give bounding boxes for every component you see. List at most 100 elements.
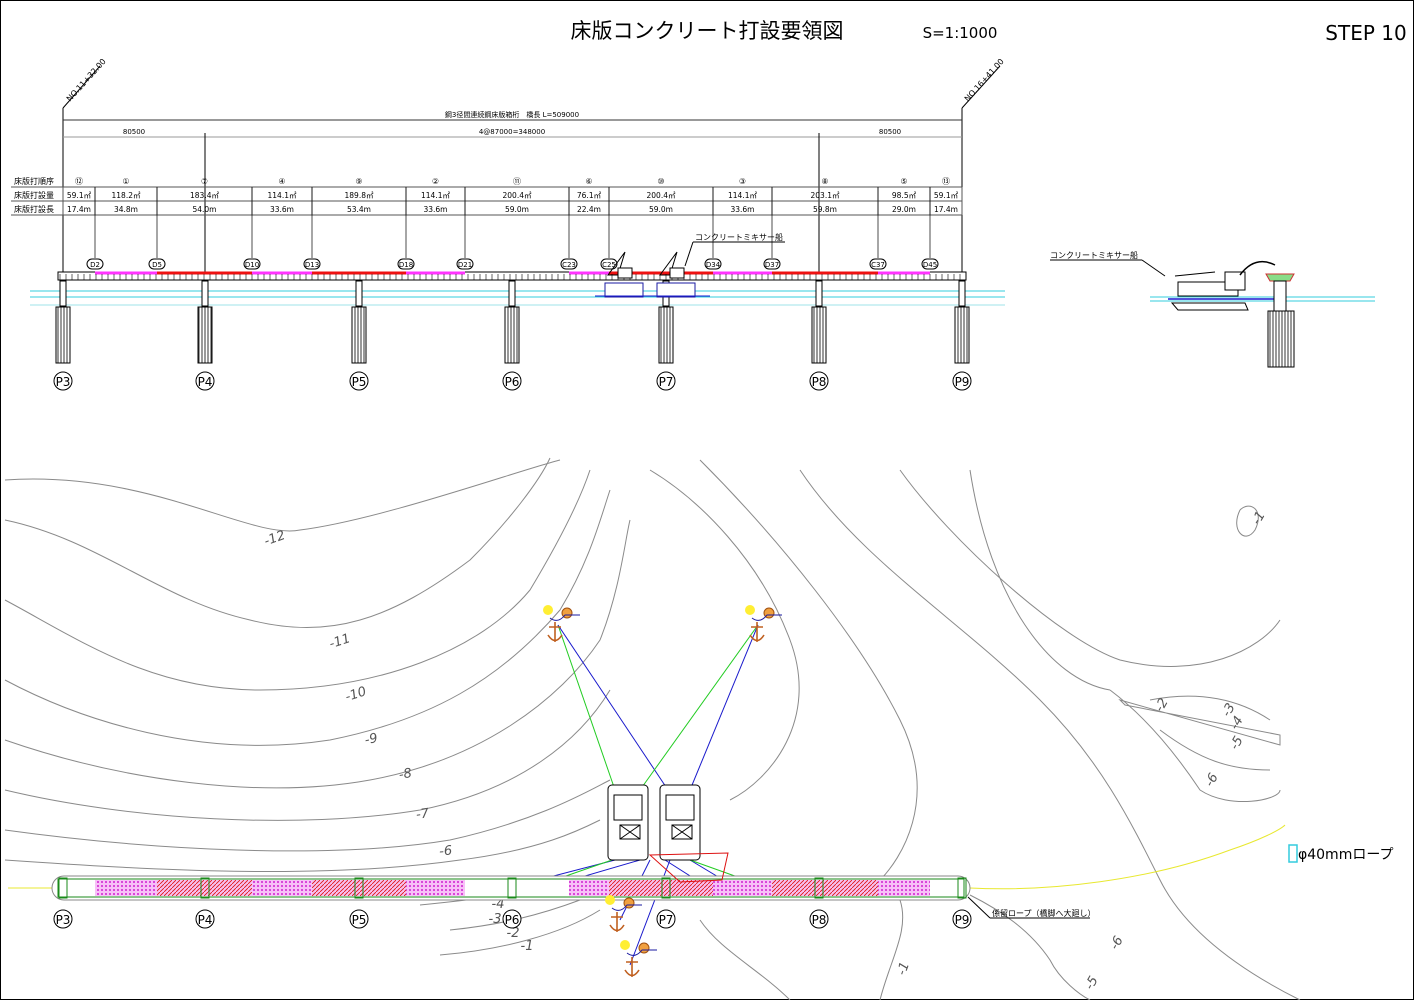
pier-plan-tag	[53, 909, 73, 929]
pier-plan-label: P5	[352, 913, 367, 927]
anchor-buoy	[620, 940, 657, 977]
pour-length: 33.6m	[270, 205, 294, 214]
pier-column	[355, 280, 363, 307]
pier-pile	[954, 306, 970, 364]
joint-tag	[397, 258, 415, 270]
joint-tag	[869, 258, 887, 270]
joint-tag	[921, 258, 939, 270]
span-dimension-left: 80500	[123, 128, 145, 136]
joint-tag	[763, 258, 781, 270]
pier-plan-outline	[354, 877, 364, 899]
plan-pour-segment	[569, 880, 609, 896]
pier-label: P8	[812, 375, 827, 389]
contour-label: -8	[398, 766, 413, 783]
joint-tag	[86, 258, 104, 270]
step-number: STEP 10	[1325, 21, 1406, 45]
pier-column	[958, 280, 966, 307]
anchor-icon	[609, 912, 625, 932]
pier-tag	[349, 371, 369, 391]
pour-order: ①	[122, 177, 129, 186]
pier-column	[59, 280, 67, 307]
pier-plan-tag	[349, 909, 369, 929]
joint-tag	[148, 258, 166, 270]
anchor-buoy	[605, 895, 642, 932]
buoy-light-icon	[543, 605, 553, 615]
mixer-ship-elevation	[595, 251, 710, 298]
pier-plan-outline	[957, 877, 967, 899]
plan-pour-segment	[252, 880, 312, 896]
anchor-icon	[547, 622, 563, 642]
pour-order: ⑪	[513, 177, 521, 186]
pier-plan-outline	[58, 877, 68, 899]
pier-pile	[55, 306, 71, 364]
pour-length: 29.0m	[892, 205, 916, 214]
buoy-line	[549, 614, 580, 621]
plan-pour-segment	[95, 880, 157, 896]
pier-plan-tag	[656, 909, 676, 929]
contour-label: -1	[894, 960, 913, 977]
pour-length: 33.6m	[423, 205, 447, 214]
buoy-light-icon	[745, 605, 755, 615]
pour-volume: 114.1㎡	[268, 191, 297, 200]
pour-length: 33.6m	[730, 205, 754, 214]
pour-order: ③	[739, 177, 746, 186]
pier-pile	[658, 306, 674, 364]
pour-volume: 114.1㎡	[728, 191, 757, 200]
pier-plan-label: P3	[56, 913, 71, 927]
anchor-icon	[624, 957, 640, 977]
anchor-buoy	[745, 605, 782, 642]
contour-label: -12	[262, 528, 287, 549]
pier-plan-label: P6	[505, 913, 520, 927]
rope-legend-swatch	[1288, 844, 1298, 863]
pour-length: 59.8m	[813, 205, 837, 214]
plan-pour-segment	[772, 880, 878, 896]
pour-order: ⑥	[585, 177, 592, 186]
bridge-length-dimension: 鋼3径間連続鋼床版箱桁 橋長 L=509000	[445, 110, 579, 119]
pour-length: 59.0m	[649, 205, 673, 214]
contour-label: -3	[489, 912, 502, 927]
joint-tag	[600, 258, 618, 270]
pier-tag	[195, 371, 215, 391]
joint-label: D5	[152, 261, 162, 269]
pier-label: P6	[505, 375, 520, 389]
legend: φ40mmロープ	[1288, 844, 1394, 863]
pier-label: P5	[352, 375, 367, 389]
pour-volume: 76.1㎡	[577, 191, 602, 200]
plan-pour-segment	[157, 880, 252, 896]
contour-label: -10	[344, 684, 369, 705]
pour-length: 17.4m	[67, 205, 91, 214]
span-dimension-right: 80500	[879, 128, 901, 136]
pier-column	[815, 280, 823, 307]
plan-pour-segment	[609, 880, 713, 896]
pour-volume: 59.1㎡	[67, 191, 92, 200]
pier-pile	[811, 306, 827, 364]
plan-pour-segment	[312, 880, 406, 896]
pier-plan-label: P8	[812, 913, 827, 927]
mixer-ship-detail: コンクリートミキサー船	[1050, 250, 1375, 368]
contour-label: -1	[521, 939, 534, 954]
pier-plan-tag	[195, 909, 215, 929]
pier-plan-tag	[502, 909, 522, 929]
pier-tag	[656, 371, 676, 391]
bridge-elevation	[57, 271, 967, 281]
joint-label: D2	[90, 261, 100, 269]
pier-plan-label: P9	[955, 913, 970, 927]
mixer-ship-callout: コンクリートミキサー船	[684, 232, 785, 267]
joint-label: C25	[602, 261, 616, 269]
pour-length: 54.0m	[192, 205, 216, 214]
drawing-title: 床版コンクリート打設要領図	[571, 19, 844, 43]
joint-tag	[704, 258, 722, 270]
joint-tag	[560, 258, 578, 270]
pour-volume: 114.1㎡	[421, 191, 450, 200]
pour-length: 53.4m	[347, 205, 371, 214]
contour-label: -2	[507, 926, 520, 941]
pour-order: ⑩	[657, 177, 664, 186]
pier-plan-outline	[814, 877, 824, 899]
pier-tag	[952, 371, 972, 391]
pier-pile	[197, 306, 213, 364]
pier-plan-tag	[952, 909, 972, 929]
pour-volume: 203.1㎡	[811, 191, 840, 200]
pour-length: 59.0m	[505, 205, 529, 214]
